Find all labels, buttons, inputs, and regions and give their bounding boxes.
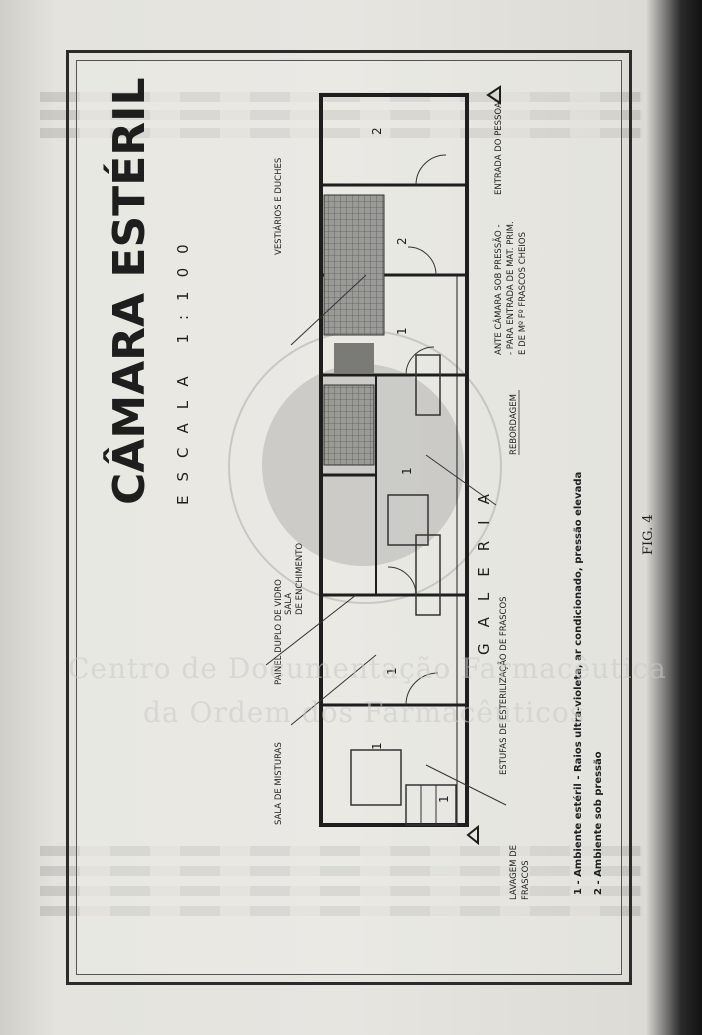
floor-plan-svg: CÂMARA ESTÉRIL ESCALA 1:100	[102, 77, 604, 900]
floor-plan: CÂMARA ESTÉRIL ESCALA 1:100	[76, 60, 622, 975]
table	[415, 354, 441, 416]
leader-line	[265, 594, 357, 666]
bleed-through-text	[40, 128, 642, 138]
label-rebordagem: REBORDAGEM	[509, 394, 519, 455]
plan-scale: ESCALA 1:100	[174, 230, 192, 505]
table	[387, 494, 429, 546]
room-number: 2	[395, 237, 409, 245]
label-lavagem-2: FRASCOS	[521, 860, 531, 900]
watermark-line-2: da Ordem dos Farmacêuticos	[143, 696, 586, 729]
entry-marker-icon	[466, 824, 479, 846]
figure-label: FIG. 4	[641, 514, 656, 555]
plan-title: CÂMARA ESTÉRIL	[102, 77, 155, 505]
room-number: 1	[370, 742, 384, 750]
label-sala-enchimento-2: DE ENCHIMENTO	[295, 543, 305, 615]
door-swing	[415, 154, 447, 186]
label-estufas: ESTUFAS DE ESTERILIZAÇÃO DE FRASCOS	[498, 596, 509, 775]
label-ante-camara-1: ANTE CÂMARA SOB PRESSÃO -	[492, 224, 504, 355]
table	[350, 749, 402, 806]
room-number: 1	[437, 795, 451, 803]
bleed-through-text	[40, 906, 642, 916]
label-sala-enchimento-1: SALA	[284, 593, 294, 615]
door-swing	[405, 672, 439, 706]
label-lavagem-1: LAVAGEM DE	[509, 845, 519, 900]
legend-item-1: 1 - Ambiente estéril - Raios ultra-viole…	[572, 472, 584, 895]
bleed-through-text	[40, 846, 642, 856]
label-vestiarios: VESTIÁRIOS E DUCHES	[272, 158, 284, 255]
watermark-line-1: Centro de Documentação Farmacêutica	[68, 652, 667, 685]
door-swing	[405, 346, 435, 376]
leader-line	[425, 454, 497, 506]
shower-tiles	[323, 194, 385, 336]
room-number: 2	[370, 127, 384, 135]
leader-line	[290, 654, 377, 726]
legend-item-2: 2 - Ambiente sob pressão	[593, 751, 604, 895]
shower-tiles	[323, 384, 375, 466]
label-entrada: ENTRADA DO PESSOAL	[494, 97, 504, 195]
room-number: 1	[400, 467, 414, 475]
label-sala-misturas: SALA DE MISTURAS	[274, 742, 284, 825]
locker-bank	[334, 343, 374, 373]
door-swing	[407, 246, 437, 276]
door-swing	[387, 566, 417, 596]
label-ante-camara-2: - PARA ENTRADA DE MAT. PRIM.	[506, 221, 516, 355]
leader-line	[425, 764, 507, 806]
bleed-through-text	[40, 110, 642, 120]
label-painel: PAINEL DUPLO DE VIDRO	[274, 579, 284, 685]
room-number: 1	[385, 667, 399, 675]
entry-marker-icon	[486, 85, 501, 105]
bleed-through-text	[40, 866, 642, 876]
gallery-label: GALERIA	[475, 478, 493, 655]
rotated-plan-area: CÂMARA ESTÉRIL ESCALA 1:100	[76, 60, 622, 975]
sterilizer-oven	[405, 784, 457, 826]
room-number: 1	[395, 327, 409, 335]
table	[415, 534, 441, 616]
label-ante-camara-3: E DE Mº Fº FRASCOS CHEIOS	[518, 232, 528, 355]
plan-frame-outer	[66, 50, 632, 985]
leader-line	[290, 274, 367, 346]
bleed-through-text	[40, 886, 642, 896]
